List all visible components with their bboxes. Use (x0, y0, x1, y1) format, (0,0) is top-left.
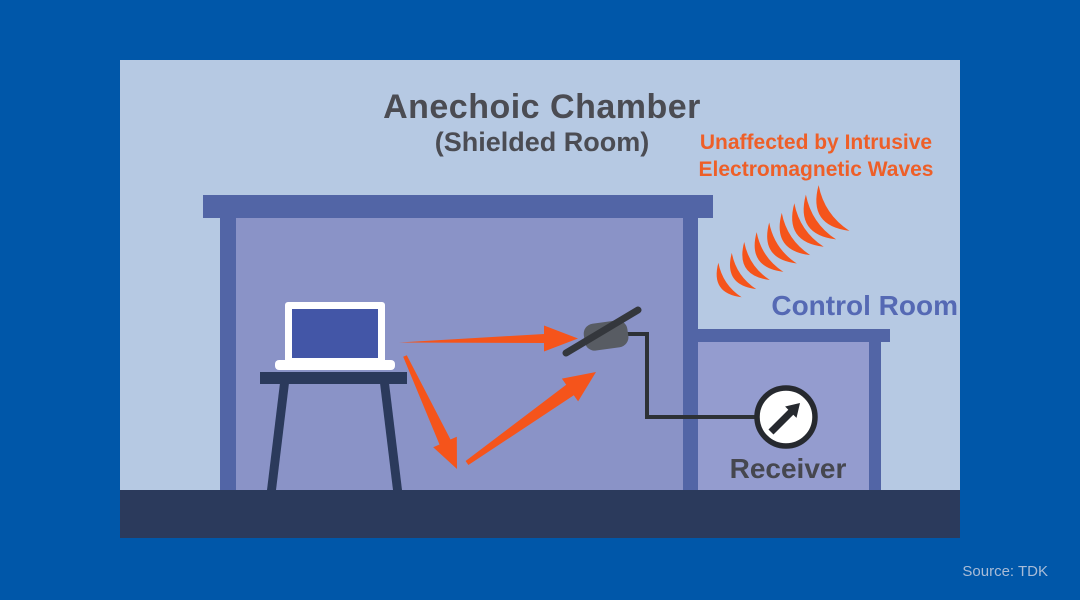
antenna-assembly (562, 306, 757, 419)
table-top (260, 372, 407, 384)
table-right-leg (380, 383, 402, 490)
wave-arc (792, 203, 824, 247)
wave-arc (754, 232, 784, 272)
wave-arc (767, 222, 797, 264)
electromagnetic-waves-icon (716, 185, 850, 298)
receiver-label: Receiver (729, 453, 847, 484)
control-room-roof (698, 329, 890, 342)
receiver-gauge-icon (754, 385, 818, 449)
floor (120, 490, 960, 538)
control-room-label: Control Room (771, 290, 958, 321)
chamber-roof (203, 195, 713, 218)
source-attribution: Source: TDK (962, 563, 1048, 580)
warning-line-2: Electromagnetic Waves (698, 158, 934, 181)
laptop-icon (275, 302, 395, 370)
antenna-rod (562, 306, 642, 357)
table-left-leg (267, 383, 289, 490)
chamber-right-wall (683, 218, 698, 490)
laptop-base (275, 360, 395, 370)
antenna-body (583, 320, 629, 351)
wave-arc (803, 194, 837, 240)
laptop-screen (292, 309, 378, 358)
signal-arrows (399, 325, 596, 469)
wave-arc (730, 252, 757, 290)
reflected-wave-arrow-up (465, 372, 596, 465)
warning-text: Unaffected by Intrusive Electromagnetic … (685, 129, 947, 183)
table-icon (260, 372, 407, 490)
reflected-wave-arrow-down (403, 355, 457, 469)
diagram-subtitle: (Shielded Room) (434, 127, 650, 157)
antenna-cable (626, 332, 757, 419)
control-room-right-wall (869, 342, 881, 490)
diagram-title: Anechoic Chamber (383, 88, 701, 126)
wave-arc (716, 262, 742, 298)
direct-wave-arrow (399, 325, 578, 352)
warning-line-1: Unaffected by Intrusive (699, 131, 933, 154)
wave-arc (742, 242, 770, 280)
wave-arc (779, 212, 811, 256)
gauge-needle-arrow (768, 403, 800, 435)
wave-arc (816, 185, 850, 231)
chamber-left-wall (220, 218, 236, 490)
